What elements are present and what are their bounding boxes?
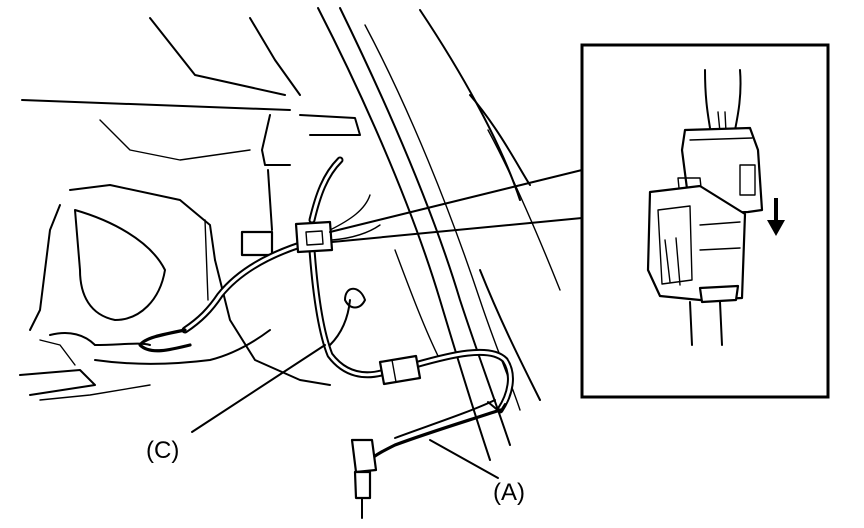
- callout-lines: [329, 169, 583, 243]
- leader-line-c: [191, 344, 326, 433]
- label-c: (C): [146, 437, 179, 464]
- arrow-down-icon: [767, 198, 785, 236]
- vehicle-body-outline: [19, 17, 361, 401]
- sensor-lead-a: [350, 399, 506, 519]
- connector-detail-inset: [580, 43, 830, 399]
- harness-connector-lower: [378, 354, 422, 386]
- pillar-panel-lines: [317, 7, 561, 461]
- wiring-harness: [94, 156, 514, 414]
- harness-connector-upper: [294, 220, 334, 254]
- label-a: (A): [493, 479, 525, 506]
- leader-line-a: [429, 439, 499, 479]
